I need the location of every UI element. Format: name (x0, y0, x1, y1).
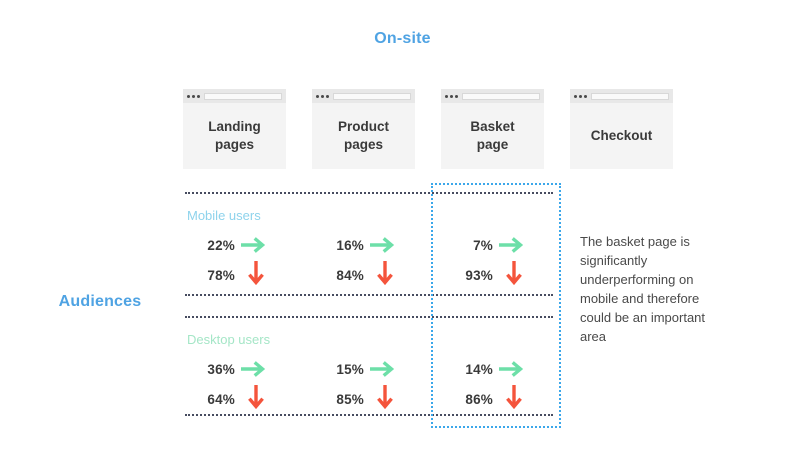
funnel-step-label: Basket page (441, 103, 544, 169)
arrow-right-icon (364, 236, 406, 254)
funnel-step-label-line2: pages (343, 137, 383, 152)
row-divider-bottom (185, 414, 553, 416)
funnel-step-label-line1: Basket (470, 118, 515, 134)
metric-dropoff: 86% (443, 384, 547, 414)
browser-titlebar (570, 89, 673, 103)
row-divider-mobile-bottom (185, 294, 553, 296)
window-dots-icon (445, 94, 458, 98)
audience-row-desktop-users: Desktop users 36% 64% 15% (185, 318, 553, 414)
metric-proceed: 14% (443, 354, 547, 384)
funnel-step-label-line2: page (476, 137, 509, 152)
metric-dropoff: 85% (314, 384, 418, 414)
funnel-step-label: Landing pages (183, 103, 286, 169)
metric-dropoff-value: 84% (336, 267, 364, 283)
address-bar-icon (204, 92, 282, 100)
arrow-down-icon (493, 261, 535, 289)
window-dots-icon (574, 94, 587, 98)
arrow-down-icon (364, 385, 406, 413)
address-bar-icon (333, 92, 411, 100)
audience-label-mobile-users: Mobile users (187, 208, 261, 223)
metric-proceed-value: 14% (465, 361, 493, 377)
metric-cell-mobile-landing-pages: 22% 78% (185, 230, 289, 290)
funnel-step-card-checkout[interactable]: Checkout (570, 89, 673, 169)
arrow-right-icon (235, 360, 277, 378)
window-dots-icon (187, 94, 200, 98)
metric-proceed-value: 7% (473, 237, 493, 253)
metric-dropoff: 93% (443, 260, 547, 290)
metric-proceed-value: 16% (336, 237, 364, 253)
row-divider-desktop-top (185, 316, 553, 318)
onsite-title: On-site (374, 30, 431, 47)
row-divider-top (185, 192, 553, 194)
metric-proceed: 7% (443, 230, 547, 260)
arrow-down-icon (364, 261, 406, 289)
arrow-right-icon (235, 236, 277, 254)
browser-titlebar (312, 89, 415, 103)
metric-dropoff: 84% (314, 260, 418, 290)
metric-dropoff-value: 78% (207, 267, 235, 283)
metric-dropoff-value: 93% (465, 267, 493, 283)
browser-titlebar (183, 89, 286, 103)
metric-dropoff: 64% (185, 384, 289, 414)
metric-cell-mobile-basket-page: 7% 93% (443, 230, 547, 290)
metric-proceed: 16% (314, 230, 418, 260)
audience-label-desktop-users: Desktop users (187, 332, 271, 347)
arrow-down-icon (235, 385, 277, 413)
funnel-step-label: Product pages (312, 103, 415, 169)
metric-proceed-value: 15% (336, 361, 364, 377)
arrow-right-icon (493, 236, 535, 254)
audiences-title: Audiences (58, 293, 142, 310)
metric-cell-desktop-product-pages: 15% 85% (314, 354, 418, 414)
browser-titlebar (441, 89, 544, 103)
funnel-data-grid: Mobile users 22% 78% 16% (185, 192, 553, 416)
funnel-step-label-line1: Product (337, 118, 389, 134)
funnel-step-card-product-pages[interactable]: Product pages (312, 89, 415, 169)
address-bar-icon (462, 92, 540, 100)
metric-cell-desktop-basket-page: 14% 86% (443, 354, 547, 414)
arrow-right-icon (493, 360, 535, 378)
funnel-step-label-line1: Checkout (590, 127, 653, 143)
audience-row-mobile-users: Mobile users 22% 78% 16% (185, 194, 553, 294)
metric-dropoff-value: 86% (465, 391, 493, 407)
metric-proceed: 22% (185, 230, 289, 260)
funnel-step-card-basket-page[interactable]: Basket page (441, 89, 544, 169)
funnel-step-card-landing-pages[interactable]: Landing pages (183, 89, 286, 169)
arrow-down-icon (493, 385, 535, 413)
metric-cell-mobile-product-pages: 16% 84% (314, 230, 418, 290)
funnel-step-label: Checkout (570, 103, 673, 169)
annotation-text: The basket page is significantly underpe… (580, 234, 706, 344)
arrow-down-icon (235, 261, 277, 289)
address-bar-icon (591, 92, 669, 100)
metric-dropoff-value: 64% (207, 391, 235, 407)
window-dots-icon (316, 94, 329, 98)
metric-dropoff-value: 85% (336, 391, 364, 407)
metric-proceed-value: 36% (207, 361, 235, 377)
metric-proceed: 36% (185, 354, 289, 384)
metric-proceed: 15% (314, 354, 418, 384)
funnel-step-label-line1: Landing (208, 118, 261, 134)
metric-proceed-value: 22% (207, 237, 235, 253)
metric-cell-desktop-landing-pages: 36% 64% (185, 354, 289, 414)
funnel-step-label-line2: pages (214, 137, 255, 152)
metric-dropoff: 78% (185, 260, 289, 290)
arrow-right-icon (364, 360, 406, 378)
